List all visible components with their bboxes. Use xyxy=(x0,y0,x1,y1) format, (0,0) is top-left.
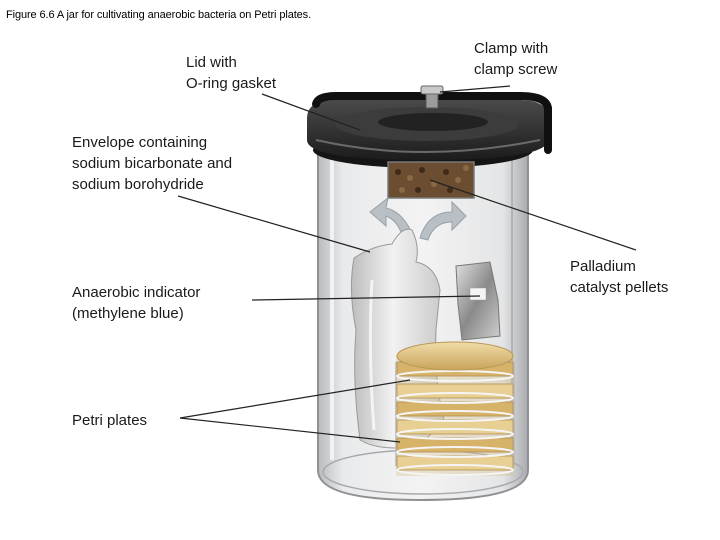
label-palladium-line-1: Palladium xyxy=(570,258,636,275)
label-clamp-line-1: Clamp with xyxy=(474,40,549,57)
methylene-blue-indicator xyxy=(455,261,501,341)
label-indicator-line-2: (methylene blue) xyxy=(72,305,184,322)
petri-plate-rim xyxy=(396,410,514,422)
label-clamp-line-2: clamp screw xyxy=(474,61,558,78)
figure-caption: Figure 6.6 A jar for cultivating anaerob… xyxy=(6,9,312,21)
label-envelope-line-3: sodium borohydride xyxy=(72,176,204,193)
label-petri-line-1: Petri plates xyxy=(72,412,148,429)
jar-lid xyxy=(307,100,548,168)
petri-plate-side xyxy=(396,401,514,417)
petri-plate-rim xyxy=(396,370,514,382)
clamp xyxy=(312,85,552,154)
label-petri: Petri plates xyxy=(72,410,147,431)
label-envelope-line-2: sodium bicarbonate and xyxy=(72,155,233,172)
petri-plate-side xyxy=(396,437,514,453)
petri-plate-rim xyxy=(396,464,514,476)
petri-plate-rim xyxy=(396,446,514,458)
label-lid-line-2: O-ring gasket xyxy=(186,75,277,92)
label-indicator-line-1: Anaerobic indicator xyxy=(72,284,201,301)
label-lid: Lid with O-ring gasket xyxy=(186,52,276,94)
gas-arrows xyxy=(369,196,467,241)
label-clamp: Clamp with clamp screw xyxy=(474,38,557,80)
palladium-pellets xyxy=(387,161,475,199)
petri-plate-rim xyxy=(396,428,514,440)
label-palladium: Palladium catalyst pellets xyxy=(570,256,668,298)
leader-lines xyxy=(177,85,637,443)
label-envelope: Envelope containing sodium bicarbonate a… xyxy=(72,132,232,195)
label-palladium-line-2: catalyst pellets xyxy=(570,279,669,296)
label-lid-line-1: Lid with xyxy=(186,54,237,71)
petri-plate-side xyxy=(396,383,514,399)
label-envelope-line-1: Envelope containing xyxy=(72,134,208,151)
petri-plate-rim xyxy=(396,392,514,404)
label-indicator: Anaerobic indicator (methylene blue) xyxy=(72,282,200,324)
petri-plate-top xyxy=(396,341,514,371)
petri-plate-side xyxy=(396,455,514,471)
petri-plate-side xyxy=(396,419,514,435)
